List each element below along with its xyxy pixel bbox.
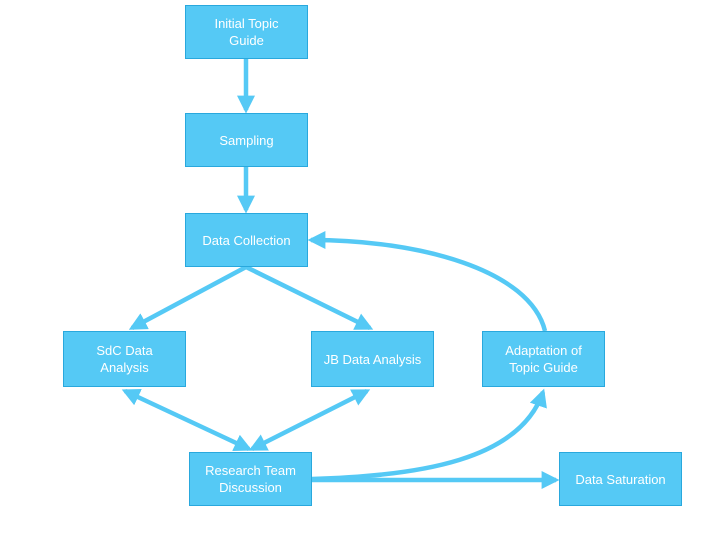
data-saturation-box: Data Saturation <box>559 452 682 506</box>
arrow-collection-to-sdc <box>128 265 248 330</box>
arrow-adaptation-to-collection <box>307 231 548 332</box>
research-team-discussion-box: Research Team Discussion <box>189 452 312 506</box>
data-collection-box: Data Collection <box>185 213 308 267</box>
arrow-discussion-to-adaptation <box>311 388 547 482</box>
arrow-jb-discussion <box>248 388 371 452</box>
arrow-sdc-discussion <box>121 388 253 452</box>
adaptation-topic-guide-box: Adaptation of Topic Guide <box>482 331 605 387</box>
initial-topic-guide-box: Initial Topic Guide <box>185 5 308 59</box>
sampling-box: Sampling <box>185 113 308 167</box>
sdc-data-analysis-box: SdC Data Analysis <box>63 331 186 387</box>
jb-data-analysis-box: JB Data Analysis <box>311 331 434 387</box>
arrow-collection-to-jb <box>245 264 374 331</box>
